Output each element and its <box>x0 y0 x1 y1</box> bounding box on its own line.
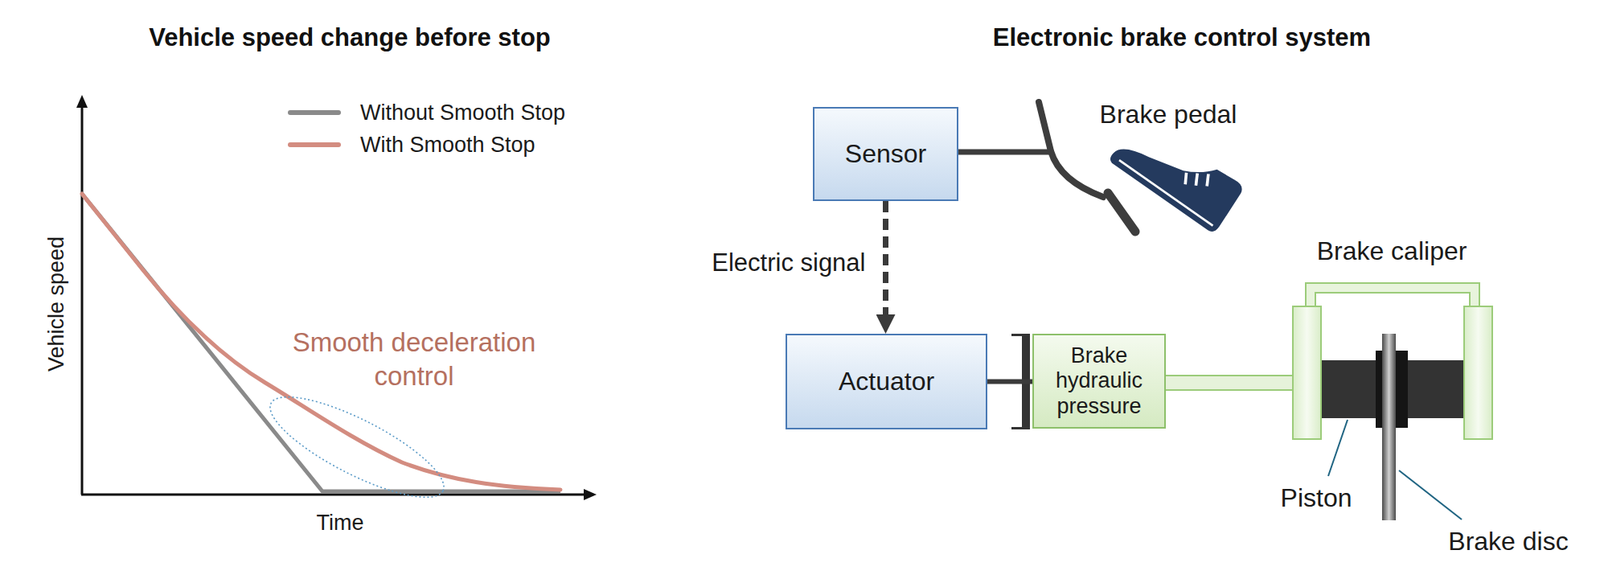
shoe-icon <box>1107 114 1247 235</box>
connector <box>987 379 1033 385</box>
node-text: Actuator <box>838 366 935 397</box>
part-label: Brake caliper <box>1316 236 1468 267</box>
part-label: Brake disc <box>1448 526 1568 557</box>
part-label: Brake pedal <box>1099 99 1238 130</box>
coupling-bracket <box>1011 333 1030 337</box>
sensor-box: Sensor <box>812 106 959 202</box>
shoe-lace <box>1180 172 1191 185</box>
actuator-box: Actuator <box>785 333 988 430</box>
speed-curve-with <box>82 193 561 490</box>
caliper-bridge <box>1305 283 1480 308</box>
y-axis <box>81 104 84 495</box>
edge-label: Electric signal <box>709 248 868 278</box>
brake-disc <box>1382 333 1396 521</box>
sensor-rod <box>956 149 1051 156</box>
leader-line <box>1398 470 1462 520</box>
node-text: Brake hydraulic pressure <box>1042 343 1157 419</box>
pressure-box: Brake hydraulic pressure <box>1032 333 1166 429</box>
pedal-lever <box>1038 102 1104 197</box>
leader-line <box>1328 419 1348 476</box>
annotation: Smooth deceleration control <box>269 325 559 394</box>
axis-arrow <box>583 488 597 501</box>
x-axis <box>81 493 587 497</box>
part-label: Piston <box>1280 483 1353 513</box>
coupling-bracket <box>1011 426 1030 430</box>
legend-line <box>290 110 339 115</box>
axis-label: Time <box>316 510 365 536</box>
caliper-pad <box>1464 306 1493 439</box>
highlight-ellipse <box>258 378 456 516</box>
shoe-sole-stripe <box>1119 160 1213 226</box>
pedal-pad <box>1107 192 1136 232</box>
legend-text: With Smooth Stop <box>360 132 536 158</box>
speed-curve-without <box>82 193 561 492</box>
caliper-pad <box>1292 306 1322 439</box>
shoe-body <box>1107 114 1247 235</box>
hydraulic-pipe <box>1161 375 1295 390</box>
axis-label: Vehicle speed <box>44 236 70 372</box>
panel-title: Vehicle speed change before stop <box>148 23 551 53</box>
legend-line <box>290 142 339 148</box>
connector <box>882 201 889 315</box>
shoe-lace <box>1202 173 1214 186</box>
shoe-lace <box>1191 173 1203 186</box>
panel-title: Electronic brake control system <box>992 23 1371 53</box>
legend-text: Without Smooth Stop <box>360 100 566 126</box>
axis-arrow <box>76 94 88 108</box>
node-text: Sensor <box>845 139 927 169</box>
